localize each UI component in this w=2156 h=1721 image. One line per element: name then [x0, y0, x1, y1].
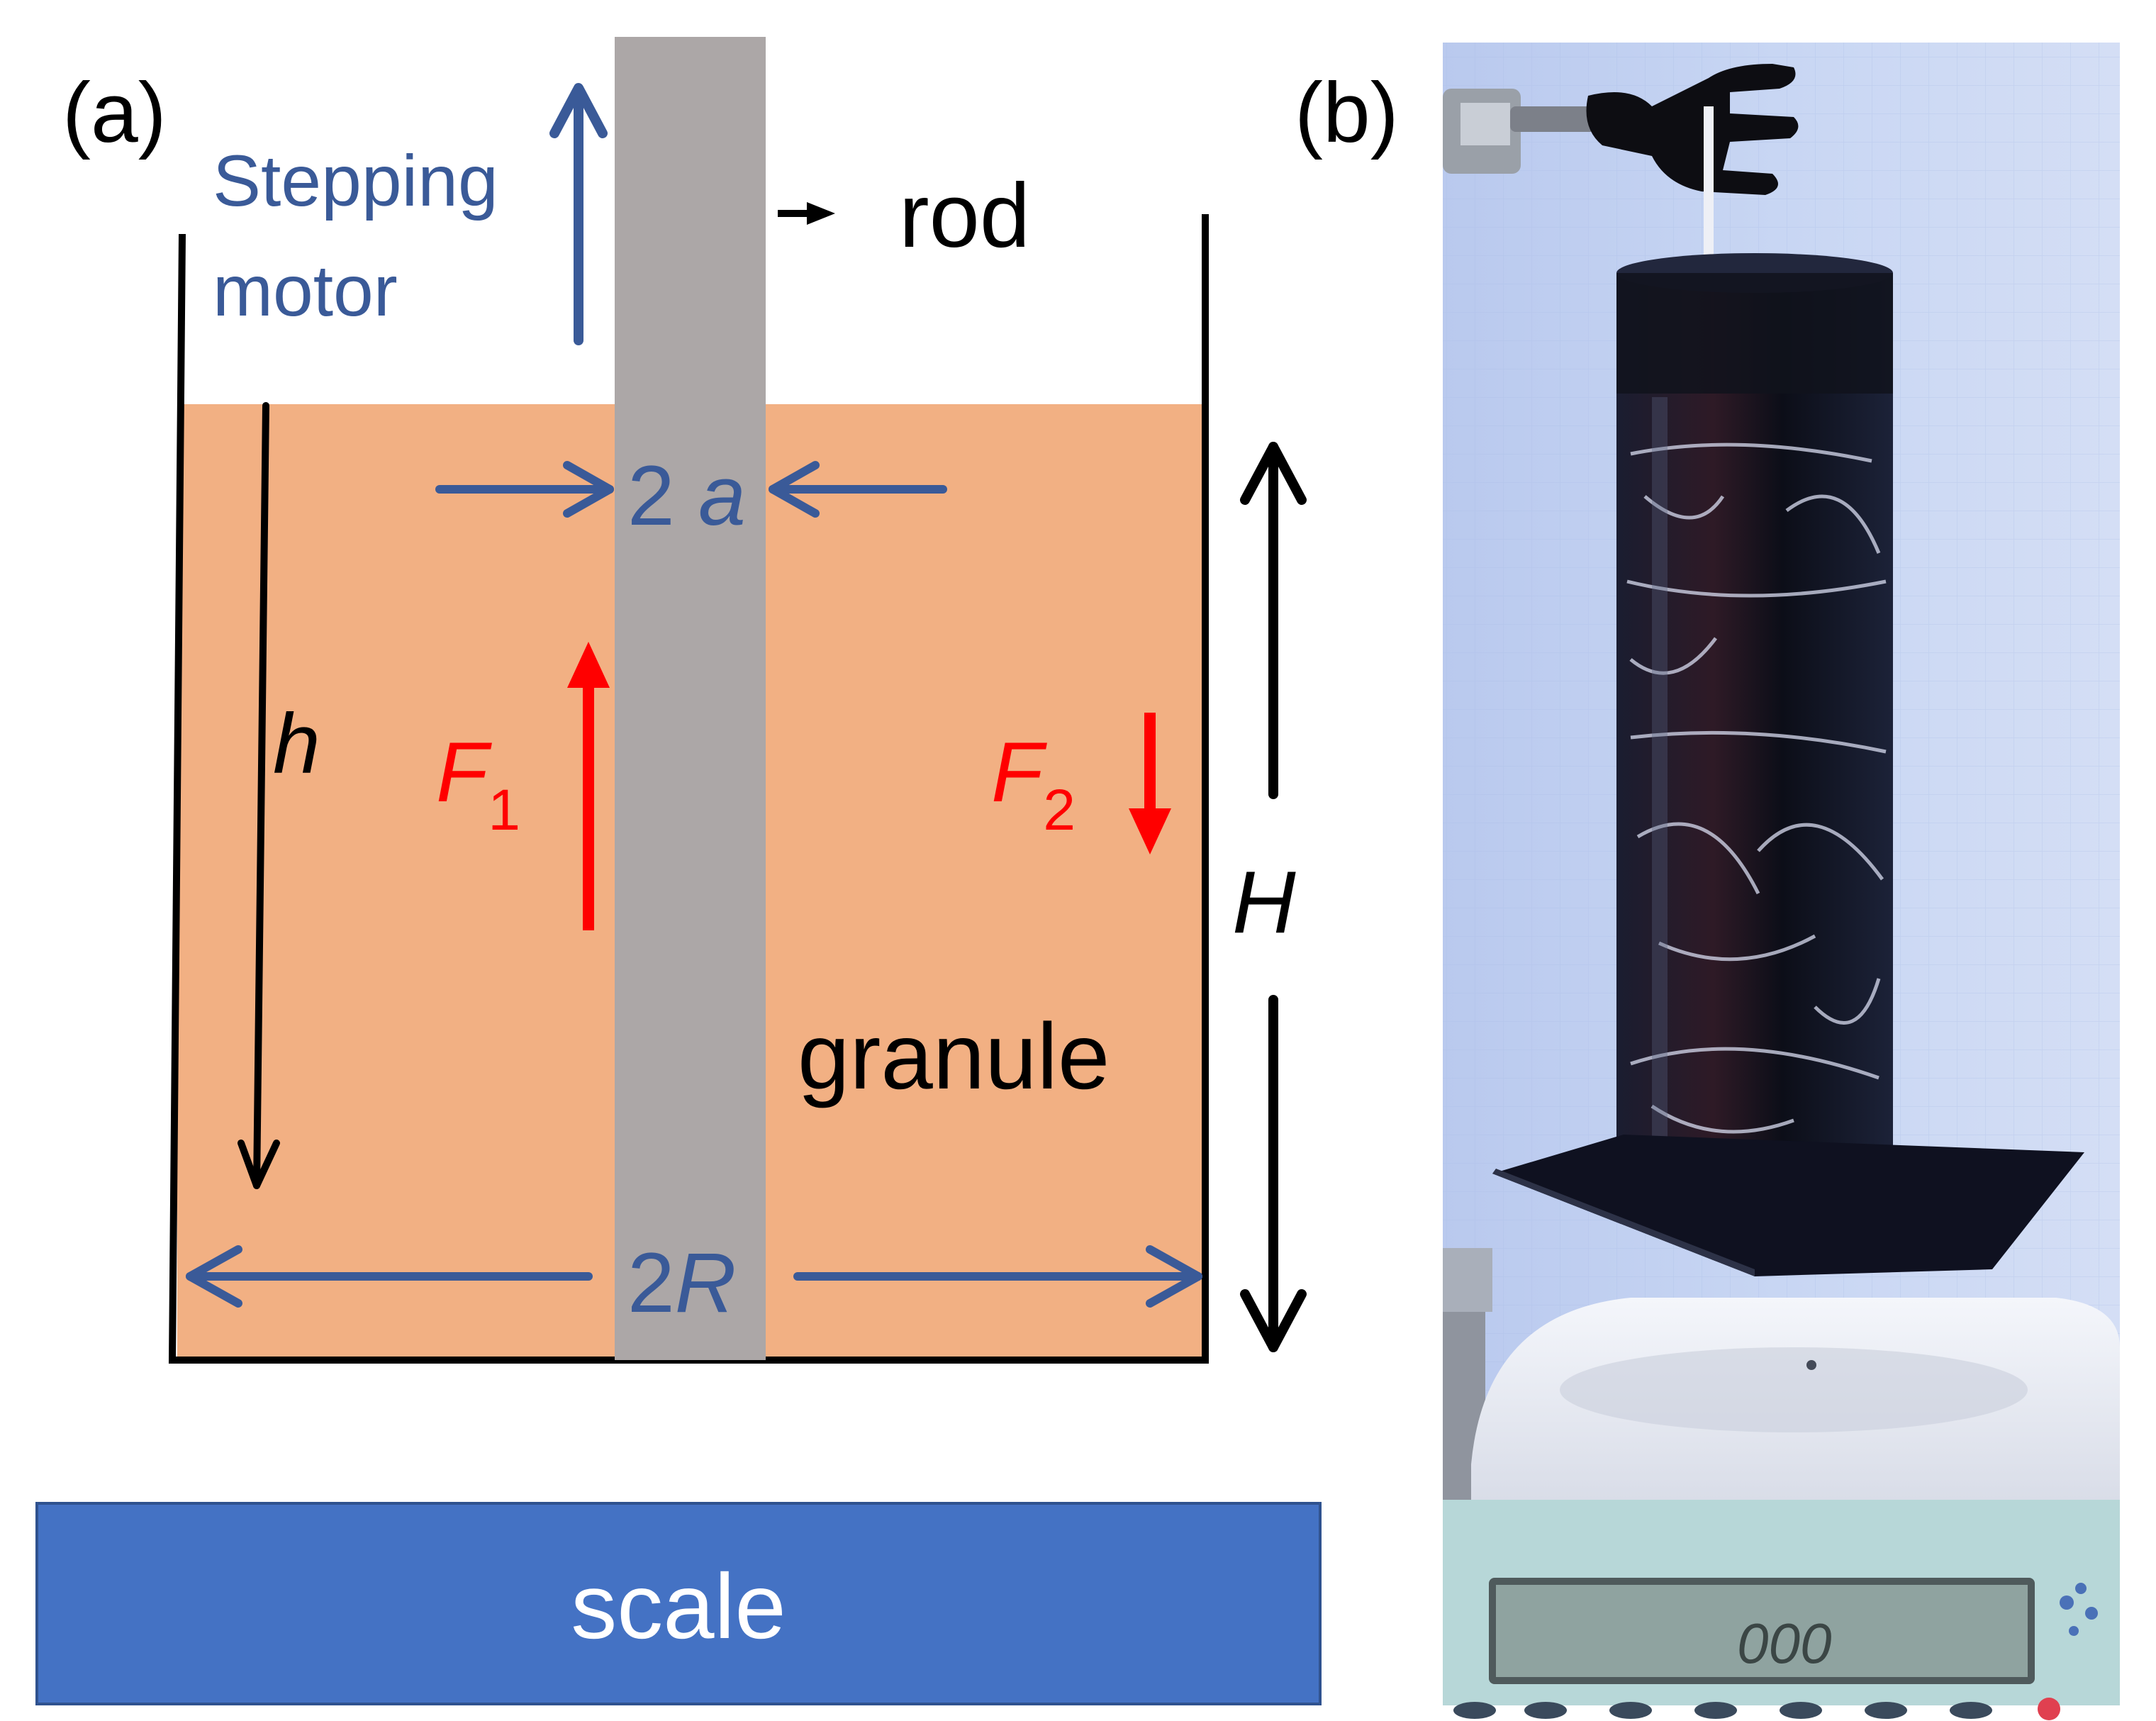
container-diameter-variable: R [675, 1235, 737, 1330]
rod-diameter-arrows [435, 461, 947, 518]
rod-diameter-text: 2 [627, 448, 675, 543]
depth-label: h [273, 696, 320, 791]
force2-subscript: 2 [1043, 778, 1076, 842]
scale-block [35, 1502, 1322, 1705]
container-diameter-number: 2 [627, 1235, 675, 1330]
motor-label-line2: motor [213, 250, 398, 331]
force1-symbol: F [436, 725, 492, 820]
panel-b: (b) [1295, 43, 2120, 1720]
force2-symbol: F [991, 725, 1047, 820]
rod [615, 37, 766, 1360]
force1-subscript: 1 [488, 778, 520, 842]
motor-up-arrow [549, 83, 608, 345]
force2-label: F2 [991, 725, 1076, 842]
height-arrow [1240, 442, 1307, 1352]
panel-b-tag: (b) [1295, 65, 1399, 160]
rod-label: rod [899, 165, 1030, 267]
panel-a-tag: (a) [62, 65, 167, 160]
base-plate-icon [1492, 1135, 2084, 1276]
scale-label: scale [571, 1554, 786, 1658]
container-diameter-arrows [186, 1245, 1202, 1308]
digital-scale-icon: 000 [1443, 1298, 2120, 1720]
force1-arrow [567, 642, 610, 930]
apparatus-photo: 000 [1443, 43, 2120, 1720]
granule-label: granule [798, 1004, 1110, 1108]
height-label: H [1232, 854, 1296, 952]
depth-arrow [238, 402, 280, 1189]
tube-icon [1616, 253, 1893, 1188]
panel-a: (a) Stepping motor rod 2 a h F1 F2 H gra… [35, 37, 1322, 1705]
rod-pointer-arrow [778, 202, 835, 225]
force2-arrow [1129, 713, 1171, 854]
container-diameter-label: 2R [627, 1235, 736, 1330]
force1-label: F1 [436, 725, 520, 842]
scale-display-digits: 000 [1737, 1612, 1831, 1675]
clamp-holder-icon [1443, 64, 1799, 269]
rod-diameter-variable: a [698, 448, 746, 543]
motor-label-line1: Stepping [213, 140, 498, 221]
rod-diameter-label: 2 a [627, 448, 746, 543]
